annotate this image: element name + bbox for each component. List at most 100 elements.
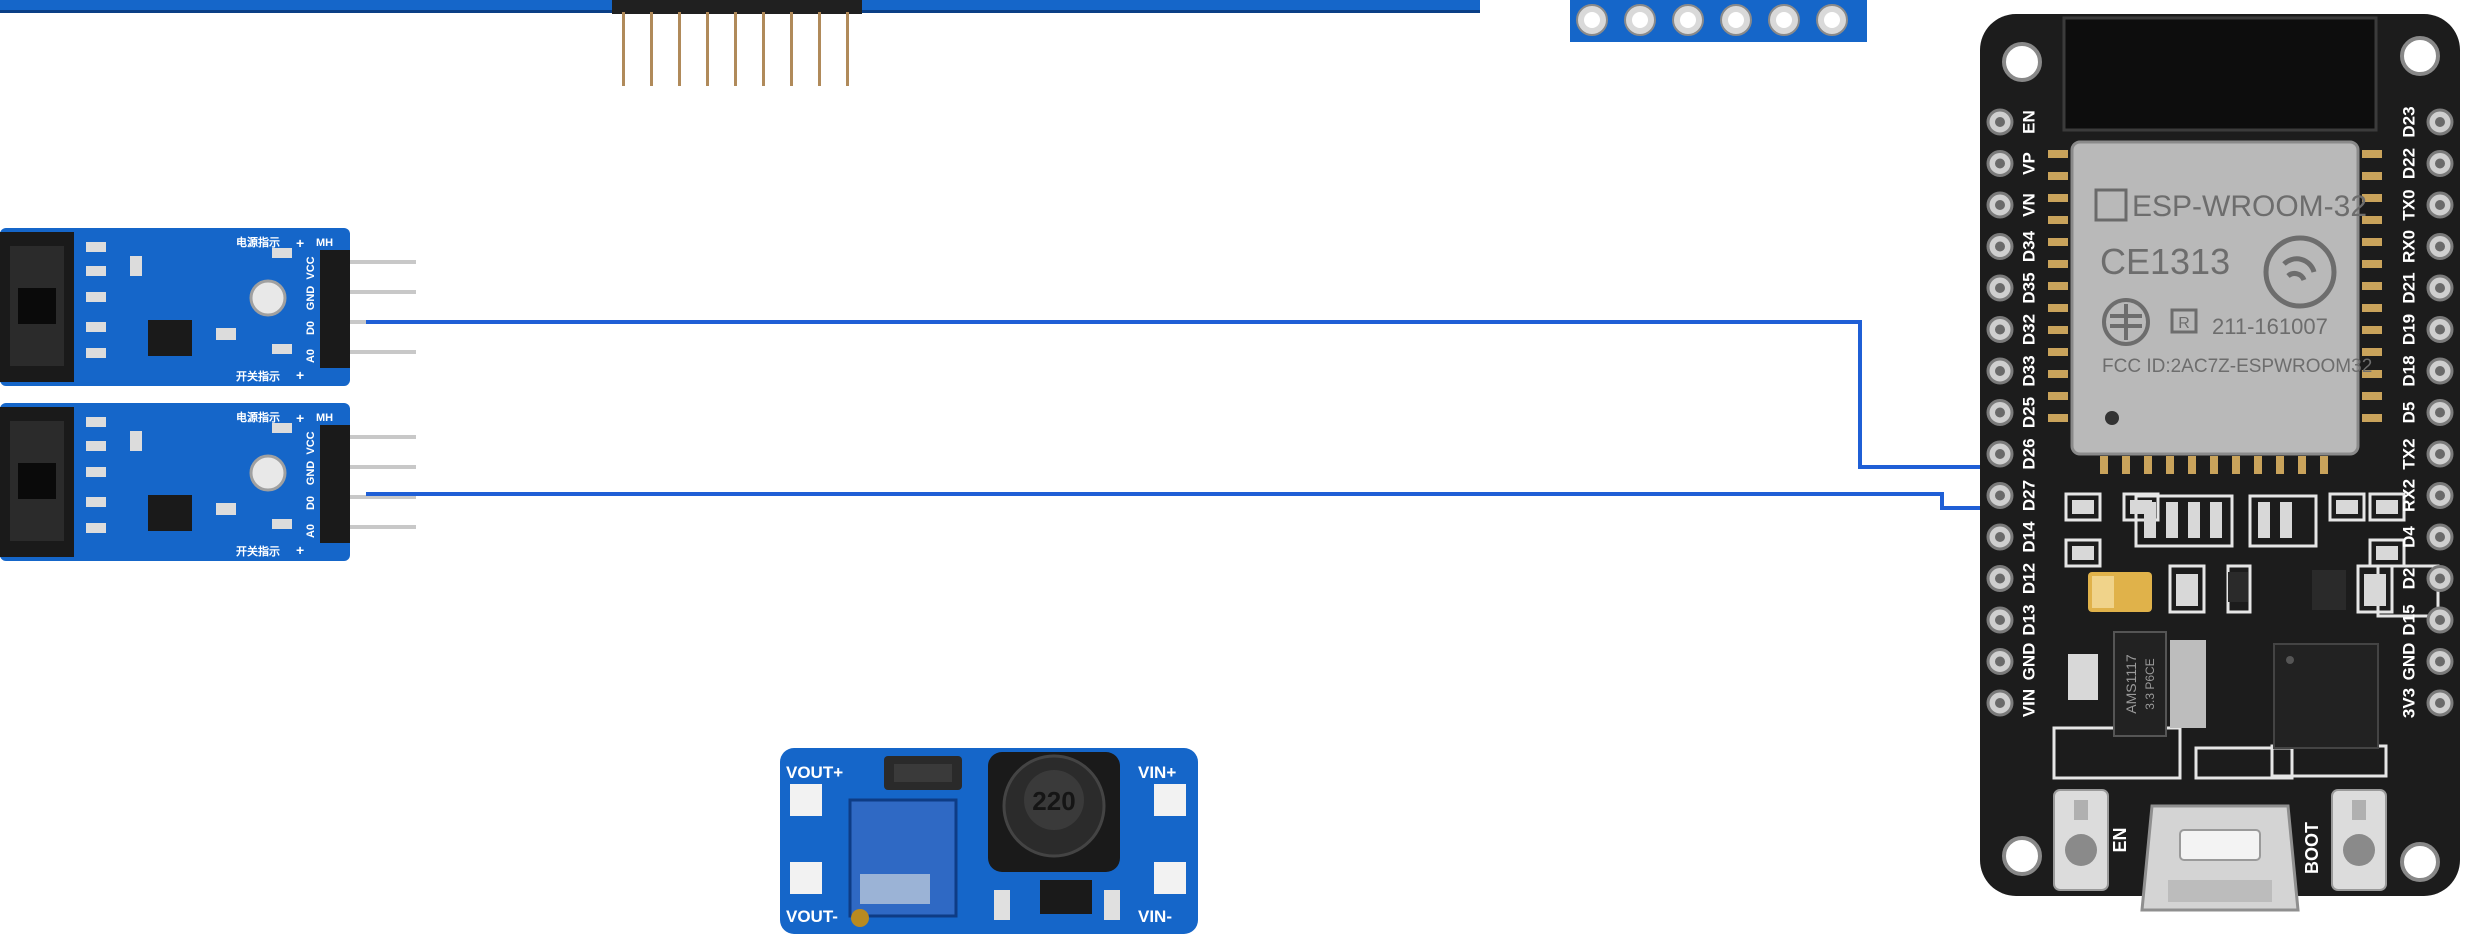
- pin1-dot: [2105, 411, 2119, 425]
- pin-label-vcc: VCC: [305, 256, 317, 279]
- svg-text:R: R: [2178, 315, 2190, 332]
- power-indicator-label: 电源指示: [236, 410, 280, 424]
- pad-vin-plus: [1154, 784, 1186, 816]
- pin-label-right-d2: D2: [2399, 568, 2418, 590]
- breakout-board-fragment: [1570, 0, 1867, 42]
- wire-sensor1-d0-to-d26: [366, 320, 2008, 469]
- pin-label-right-d22: D22: [2399, 148, 2418, 179]
- pin-label-right-d23: D23: [2399, 106, 2418, 137]
- boot-button[interactable]: [2331, 789, 2387, 891]
- lcd-board-fragment: [0, 0, 1480, 86]
- espressif-logo-icon: [2094, 188, 2128, 222]
- pin-label-right-d18: D18: [2399, 355, 2418, 386]
- pin-label-right-tx2: TX2: [2399, 438, 2418, 469]
- pin-label-right-d19: D19: [2399, 314, 2418, 345]
- fcc-id: FCC ID:2AC7Z-ESPWROOM32: [2102, 356, 2372, 377]
- pin-label-left-d27: D27: [2019, 480, 2038, 511]
- wifi-logo-icon: [2263, 235, 2337, 309]
- plus-top-label: +: [296, 410, 304, 426]
- pin-label-left-gnd: GND: [2019, 643, 2038, 681]
- pin-label-left-d26: D26: [2019, 438, 2038, 469]
- antenna-area-icon: [2062, 16, 2378, 132]
- pin-label-right-3v3: 3V3: [2399, 688, 2418, 718]
- lcd-header-pins: [612, 0, 862, 86]
- pin-label-right-tx0: TX0: [2399, 189, 2418, 220]
- r-mark-icon: [2170, 308, 2198, 334]
- en-button[interactable]: [2053, 789, 2109, 891]
- speed-sensor-module-2: 电源指示 MH + 开关指示 + VCC GND D0 A0: [0, 403, 416, 561]
- plus-bottom-label: +: [296, 542, 304, 558]
- pin-label-left-vn: VN: [2019, 193, 2038, 217]
- mount-hole-icon: [2400, 36, 2440, 76]
- transistor-icon: [2312, 570, 2346, 610]
- boot-button-label: BOOT: [2302, 822, 2322, 874]
- pad-vout-minus: [790, 862, 822, 894]
- pin-label-left-d34: D34: [2019, 230, 2038, 262]
- plus-bottom-label: +: [296, 367, 304, 383]
- pin-label-left-vp: VP: [2019, 152, 2038, 175]
- mount-hole-icon: [2002, 836, 2042, 876]
- pad-vin-minus: [1154, 862, 1186, 894]
- label-vout-plus: VOUT+: [786, 763, 843, 782]
- wire-sensor2-d0-to-d27: [366, 492, 2008, 510]
- pin-label-right-gnd: GND: [2399, 643, 2418, 681]
- pin-label-left-d13: D13: [2019, 604, 2038, 635]
- mount-hole-icon: [2002, 42, 2042, 82]
- switch-indicator-label: 开关指示: [236, 369, 280, 383]
- pin-label-left-d12: D12: [2019, 563, 2038, 594]
- pin-label-right-rx0: RX0: [2399, 230, 2418, 263]
- corner-label: MH: [316, 412, 333, 424]
- pin-label-right-rx2: RX2: [2399, 479, 2418, 512]
- pin-label-a0: A0: [305, 524, 317, 538]
- pin-label-left-d33: D33: [2019, 355, 2038, 386]
- label-vin-minus: VIN-: [1138, 907, 1172, 926]
- pin-label-gnd: GND: [305, 286, 317, 311]
- pin-label-left-en: EN: [2019, 110, 2038, 134]
- corner-label: MH: [316, 237, 333, 249]
- en-button-label: EN: [2110, 827, 2130, 852]
- inductor-value: 220: [1032, 786, 1075, 816]
- pin-label-left-d14: D14: [2019, 521, 2038, 553]
- telec-logo-icon: [2102, 298, 2150, 346]
- power-indicator-label: 电源指示: [236, 235, 280, 249]
- r-code: 211-161007: [2212, 314, 2328, 339]
- pin-label-gnd: GND: [305, 461, 317, 486]
- label-vout-minus: VOUT-: [786, 907, 838, 926]
- pin-label-right-d21: D21: [2399, 272, 2418, 303]
- pin-label-d0: D0: [305, 496, 317, 510]
- regulator-label: AMS1117: [2123, 654, 2139, 714]
- pin-label-left-d35: D35: [2019, 272, 2038, 303]
- wroom-module-shield: [2070, 140, 2360, 456]
- pin-label-left-vin: VIN: [2019, 689, 2038, 717]
- comparator-chip-icon: [148, 320, 192, 356]
- speed-sensor-module-1: 电源指示 MH + 开关指示 + VCC GND D0 A0: [0, 228, 416, 386]
- regulator-sub-label: 3.3 P6CE: [2143, 658, 2157, 709]
- plus-top-label: +: [296, 235, 304, 251]
- boost-ic-icon: [1040, 880, 1092, 914]
- pad-vout-plus: [790, 784, 822, 816]
- potentiometer-icon: [848, 798, 958, 918]
- pin-label-right-d5: D5: [2399, 402, 2418, 424]
- voltage-regulator-icon: [2113, 631, 2167, 737]
- mount-hole-icon: [249, 454, 287, 492]
- pin-label-left-d25: D25: [2019, 397, 2038, 428]
- mount-hole-icon: [249, 279, 287, 317]
- pin-label-d0: D0: [305, 321, 317, 335]
- ce-mark: CE1313: [2100, 241, 2230, 282]
- pin-label-right-d15: D15: [2399, 604, 2418, 635]
- label-vin-plus: VIN+: [1138, 763, 1176, 782]
- pin-label-a0: A0: [305, 349, 317, 363]
- pin-label-right-d4: D4: [2399, 526, 2418, 548]
- pin-label-left-d32: D32: [2019, 314, 2038, 345]
- mount-hole-icon: [2400, 842, 2440, 882]
- usb-uart-chip-icon: [2273, 643, 2379, 749]
- micro-usb-port[interactable]: [2140, 804, 2300, 912]
- module-name: ESP-WROOM-32: [2132, 190, 2367, 223]
- esp32-devkit-board: ESP-WROOM-32 CE1313 R 211-161007 FCC ID:…: [1980, 14, 2460, 912]
- pin-label-vcc: VCC: [305, 431, 317, 454]
- comparator-chip-icon: [148, 495, 192, 531]
- boost-converter-module: VOUT+ VOUT- VIN+ VIN- 220: [780, 748, 1198, 934]
